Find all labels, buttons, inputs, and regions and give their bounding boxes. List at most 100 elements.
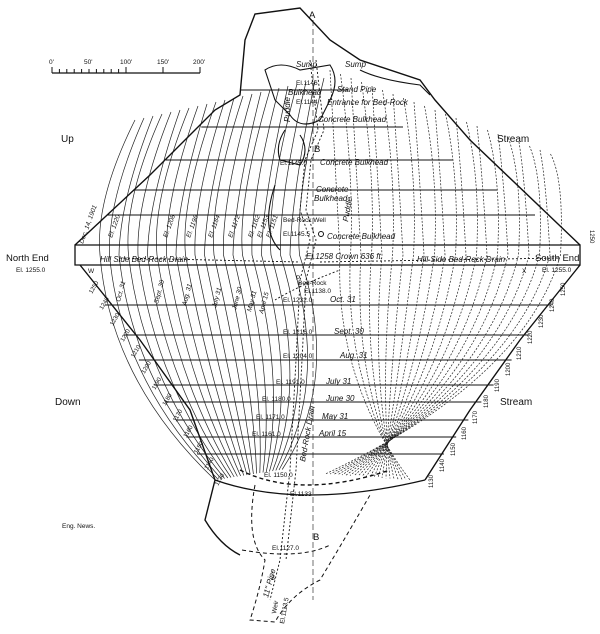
contour-label: 1250 [89,280,101,295]
stream-label-bottom: Stream [500,397,532,408]
fill-date: Oct. 31 [330,295,356,304]
contour-line [377,101,425,478]
pipe-label: 11" Pipe [261,567,277,598]
contour-label: 1160 [183,424,195,439]
south-end-elevation: El. 1255.0 [542,267,572,274]
downstream-date-label: April 15 [258,291,271,315]
elevation-label: El.1144 [296,99,318,106]
downstream-date-label: Aug. 31 [181,283,194,308]
contour-label: 1180 [162,392,174,407]
drain-lines [119,59,561,601]
marker-a: A [309,10,316,21]
scale-tick-label: 50' [84,59,92,66]
weir-elevation: El.1113.5 [279,597,291,625]
upstream-elevation-label: El. 1220 [107,214,122,239]
elevation-label: El.1138.0 [304,288,331,295]
section-grid-lines [104,89,552,455]
downstream-date-label: July 31 [211,286,223,309]
contour-line [109,117,219,480]
fill-elevation: El. 1180.0 [262,396,291,403]
concrete-bulkhead-label: Concrete Bulkhead [320,158,389,167]
contour-label: 1230 [539,314,545,328]
contour-line [118,115,222,480]
north-end-label: North End [6,253,49,264]
bulkhead-label: Bulkhead [314,194,348,203]
contour-line [350,77,403,480]
contour-line [194,99,248,476]
concrete-label: Concrete [316,185,349,194]
contour-label: 1140 [204,456,216,471]
fill-date: April 15 [318,429,347,438]
concrete-bulkhead-label: Concrete Bulkhead [327,232,396,241]
downstream-date-label: Sept. 30 [153,279,166,305]
contour-line [278,79,316,471]
upstream-elevation-label: El. 1208 [162,214,177,239]
down-label: Down [55,397,81,408]
well-icon [318,231,324,237]
upstream-elevation-label: El. 1184 [207,214,222,239]
elevation-label: El.1145.0 [280,160,307,167]
concrete-bulkhead-label: Concrete Bulkhead [318,115,387,124]
bulkhead-label: Bulkhead [288,88,322,97]
contour-line [213,95,254,475]
contour-line [382,89,394,479]
contour-label: 1240 [550,298,556,312]
puddle-label: Puddle [341,196,354,223]
contour-line [184,101,245,476]
contour-label: 1190 [152,376,164,391]
contour-line [340,73,407,480]
contour-line [269,83,298,472]
contour-label: 1250 [588,230,594,244]
contour-line [365,113,457,477]
marker-b-top: B [314,144,320,155]
fill-date: Sept. 30 [334,327,364,336]
contour-label: 1210 [131,344,143,359]
contour-line [325,153,562,475]
contour-line [137,111,229,479]
crown-band [74,244,581,266]
contour-line [341,137,520,476]
contour-line [99,119,216,481]
elevation-label: El.1146 [296,80,318,87]
contour-line [251,87,280,473]
fill-date: May 31 [322,412,348,421]
contour-line [361,117,467,477]
marker-b-bottom: B [313,532,319,543]
crown-label: El.1258 Crown 636 ft. [306,252,383,261]
scale-bar: 0' 50' 100' 150' 200' [49,59,205,74]
scale-tick-label: 0' [49,59,54,66]
bed-rock-well-label: Bed-Rock Well [283,217,326,224]
downstream-date-label: June 30 [231,286,244,311]
hill-side-drain-right: Hill Side Bed-Rock Drain [417,255,506,264]
contour-line [357,121,478,477]
south-end-label: South End [535,253,579,264]
contour-lines [99,69,562,481]
eng-news-credit: Eng. News. [62,523,95,530]
sump-right-label: Sump [345,60,366,69]
contour-label: 1190 [495,378,501,392]
fill-progress-labels: El. 1232.0 Oct. 31 El. 1216.0 Sept. 30 E… [252,295,368,438]
marker-p: P [296,275,300,282]
contour-label: 1130 [215,472,227,487]
contour-value-labels: 1250124012301220121012001190118011701160… [89,280,567,488]
fill-elevation: El. 1204.0 [283,353,313,360]
contour-line [127,113,225,479]
contour-label: 1180 [484,394,490,408]
fill-elevation: El. 1161.0 [252,431,281,438]
elevation-label: El.1133 [290,491,312,498]
contour-label: 1210 [517,346,523,360]
scale-tick-label: 200' [193,59,205,66]
stream-label-top: Stream [497,134,529,145]
north-end-elevation: El. 1255.0 [16,267,46,274]
contour-label: 1220 [528,330,534,344]
downstream-date-label: May 31 [246,290,258,313]
upstream-elevation-label: Dec. 14, 1901 [78,204,99,245]
contour-label: 1130 [429,474,435,488]
hill-side-drain-left: Hill Side Bed-Rock Drain [100,255,189,264]
contour-line [241,89,271,473]
contour-line [371,85,395,479]
contour-label: 1200 [141,360,153,375]
fill-date: June 30 [325,394,355,403]
